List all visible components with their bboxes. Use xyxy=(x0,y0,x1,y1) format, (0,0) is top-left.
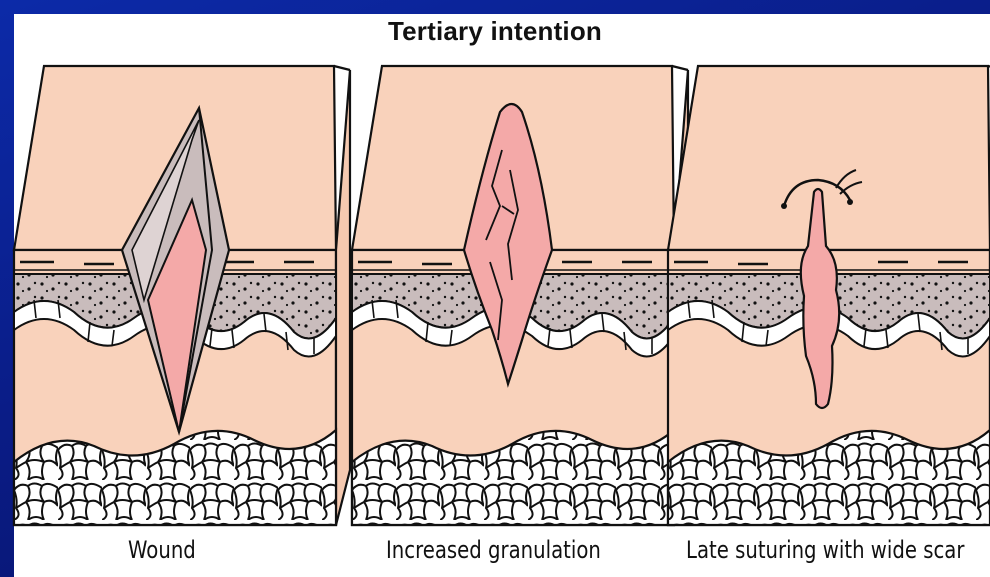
panel-increased-granulation xyxy=(352,66,688,525)
caption-wound: Wound xyxy=(128,536,196,564)
panel-wound xyxy=(14,66,350,525)
caption-late-suturing: Late suturing with wide scar xyxy=(686,536,964,564)
panel-late-suturing xyxy=(668,66,990,525)
caption-increased-granulation: Increased granulation xyxy=(386,536,601,564)
